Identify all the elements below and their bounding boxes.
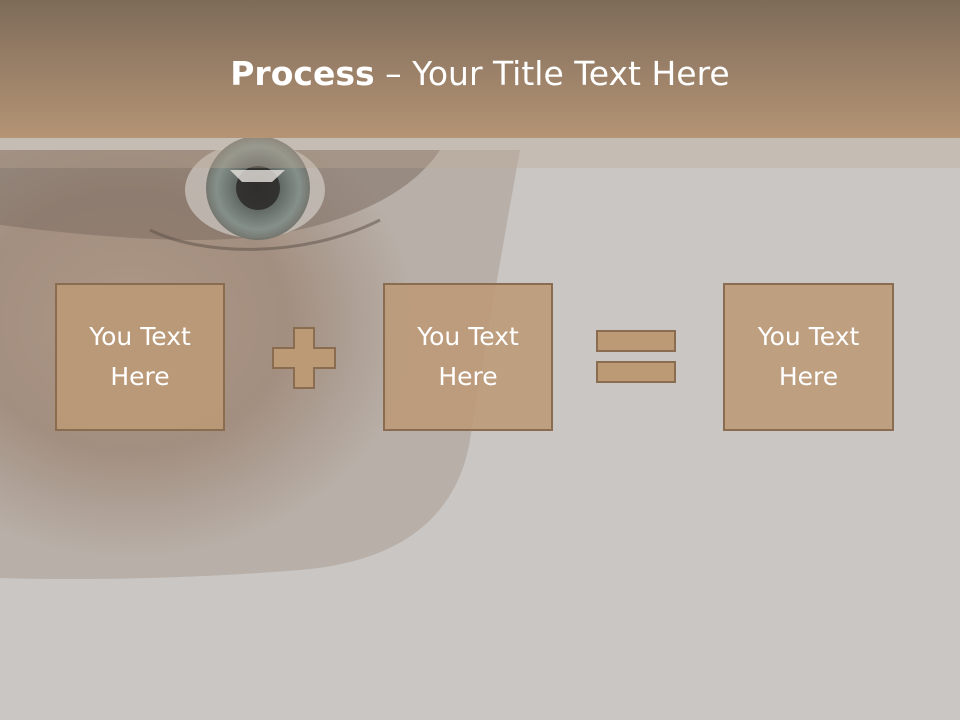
title-rest: – Your Title Text Here (374, 54, 730, 93)
slide-title: Process – Your Title Text Here (0, 52, 960, 96)
title-bold: Process (230, 54, 375, 93)
equals-icon (596, 330, 676, 383)
plus-icon (272, 327, 336, 389)
box-2-line-1: You Text (417, 322, 519, 351)
box-3-line-2: Here (778, 362, 839, 391)
process-box-2: You Text Here (383, 283, 553, 431)
title-bar (0, 0, 960, 138)
process-box-1: You Text Here (55, 283, 225, 431)
title-bar-strip (0, 138, 960, 168)
box-1-line-2: Here (110, 362, 170, 391)
process-box-3: You Text Here (723, 283, 894, 431)
box-2-line-2: Here (438, 362, 498, 391)
box-3-line-1: You Text (757, 322, 860, 351)
box-1-line-1: You Text (89, 322, 191, 351)
